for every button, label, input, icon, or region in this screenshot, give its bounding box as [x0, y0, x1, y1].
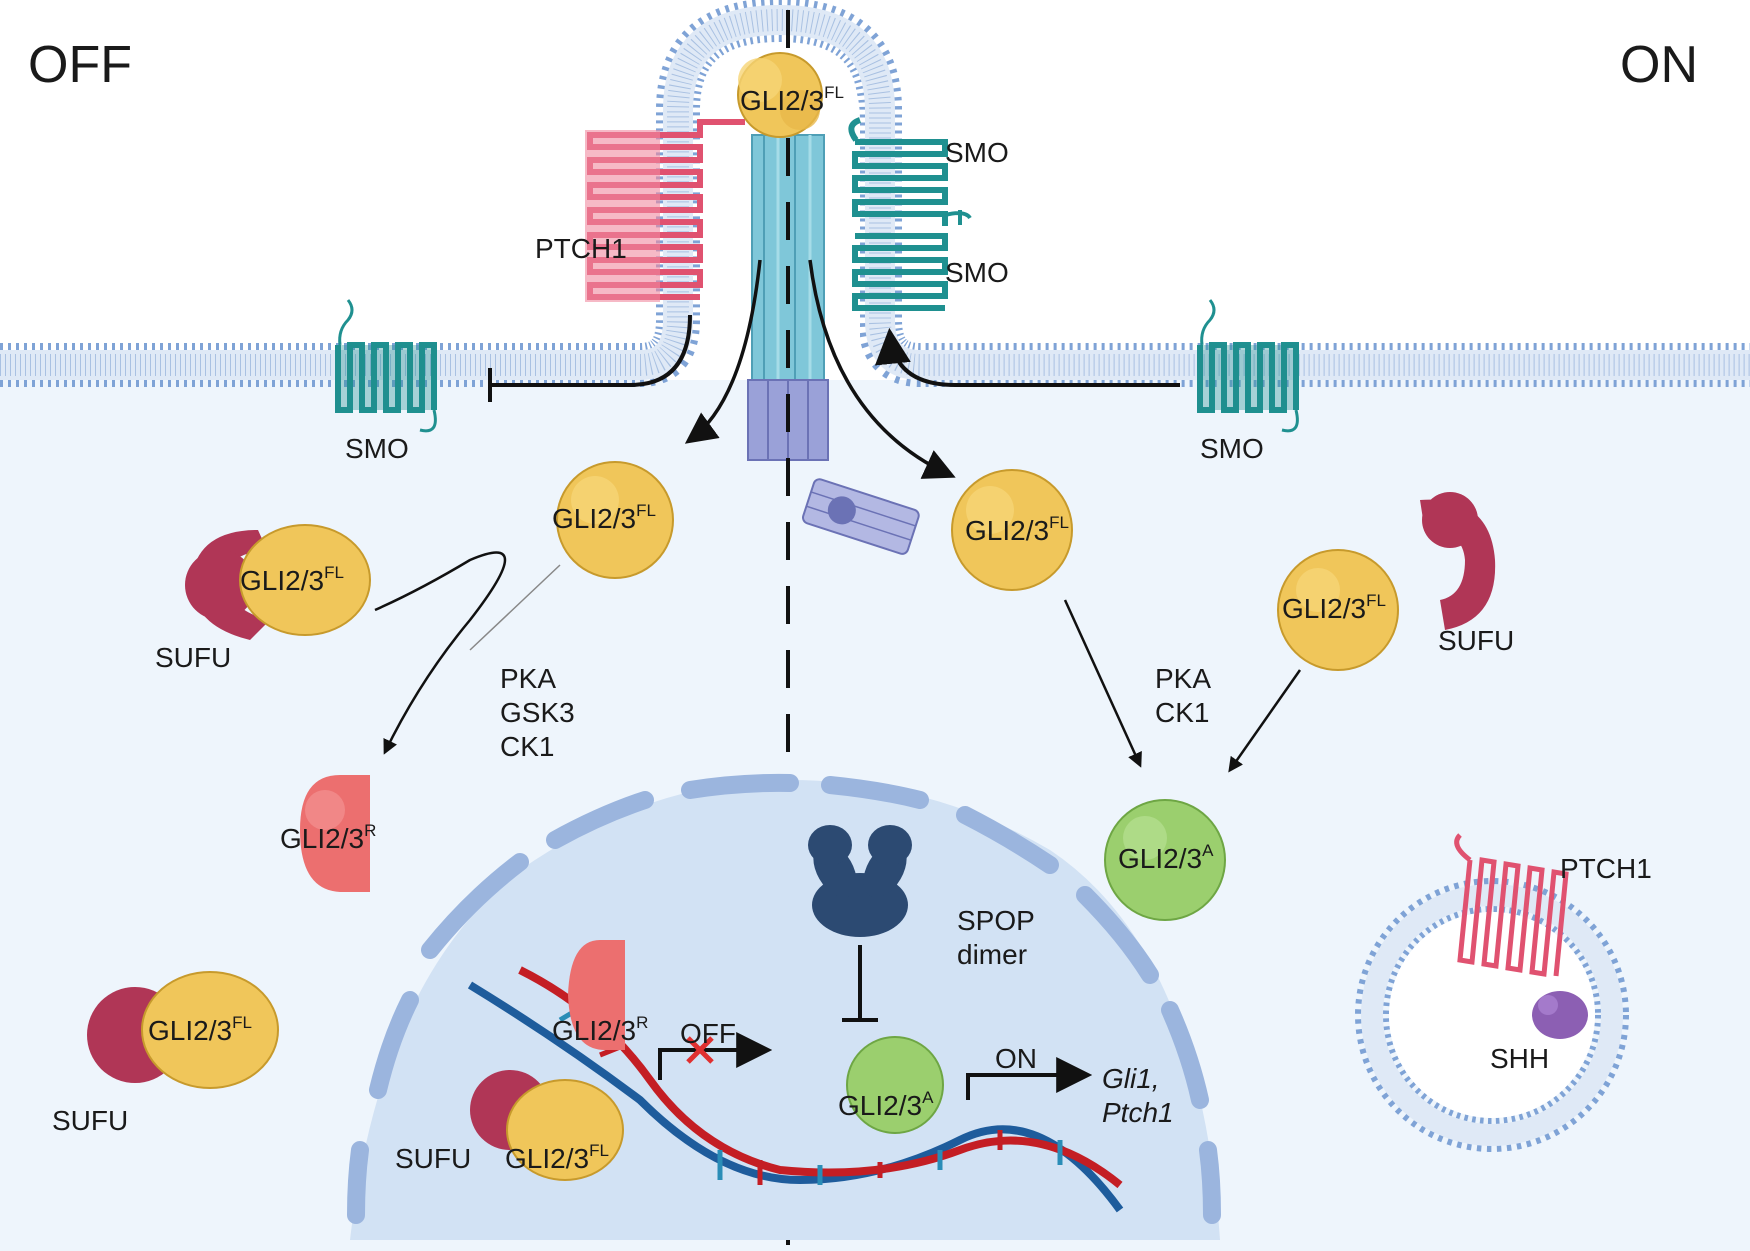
gli-fl-left-cytoplasm	[556, 461, 674, 579]
kinase-ck1-on: CK1	[1155, 697, 1209, 728]
blocked-x-icon	[686, 1036, 714, 1064]
kinase-ck1-off: CK1	[500, 731, 554, 762]
gli-label-cilium: GLI2/3FL	[740, 83, 844, 116]
kinase-pka-off: PKA	[500, 663, 556, 694]
target-gene-gli1: Gli1,	[1102, 1063, 1160, 1094]
on-transcription-label: ON	[995, 1043, 1037, 1074]
sufu-free	[1420, 492, 1496, 630]
gli-fl-cilium-tip	[737, 52, 823, 138]
smo-membrane-right	[1197, 299, 1299, 433]
gli-a-nucleus	[846, 1036, 944, 1134]
spop-label: SPOP	[957, 905, 1035, 936]
gli-exit-arrow-left	[684, 259, 762, 444]
on-state-label: ON	[1620, 36, 1698, 94]
target-gene-ptch1: Ptch1	[1102, 1097, 1174, 1128]
smo-cilium-upper	[848, 117, 948, 226]
sufu-gli-complex-lower	[87, 971, 279, 1089]
gli-r-cytoplasm	[300, 775, 370, 892]
gli-fl-right-label: GLI2/3FL	[965, 513, 1069, 546]
sufu-right-label: SUFU	[1438, 625, 1514, 656]
gli-exit-arrow-right	[808, 259, 956, 479]
ptch1-cilium	[585, 119, 745, 302]
processing-arrow-off-join	[469, 564, 561, 651]
gli-fl-left-label: GLI2/3FL	[552, 501, 656, 534]
gli-fl-nucleus-label: GLI2/3FL	[505, 1141, 609, 1174]
activation-arrow-2	[1228, 669, 1302, 773]
gli-r-nucleus-label: GLI2/3R	[552, 1013, 648, 1046]
shh-ligand	[1532, 991, 1588, 1039]
sufu-nucleus-label: SUFU	[395, 1143, 471, 1174]
gli-fl-right-free	[1277, 549, 1399, 671]
sufu-lower-label: SUFU	[52, 1105, 128, 1136]
smo-cilium-lower-label: SMO	[945, 257, 1009, 288]
sufu-gli-complex-upper	[185, 524, 371, 640]
ptch1-inhibits-smo-arrow	[490, 314, 692, 387]
off-transcription-label: OFF	[680, 1018, 736, 1049]
smo-membrane-left	[335, 299, 437, 433]
on-transcription-arrow	[966, 1057, 1093, 1100]
daughter-centriole	[802, 478, 920, 555]
processing-arrow-off	[374, 551, 507, 755]
gli-a-cytoplasm	[1104, 799, 1226, 921]
spop-dimer	[808, 825, 912, 937]
smo-cilium-upper-label: SMO	[945, 137, 1009, 168]
off-transcription-arrow	[658, 1032, 773, 1080]
ptch1-cilium-label: PTCH1	[535, 233, 627, 264]
smo-membrane-right-label: SMO	[1200, 433, 1264, 464]
gli-r-nucleus	[568, 940, 625, 1050]
gli-fl-right-free-label: GLI2/3FL	[1282, 591, 1386, 624]
gli-a-nucleus-label: GLI2/3A	[838, 1088, 934, 1121]
gli-fl-right-cytoplasm	[951, 469, 1073, 591]
sufu-upper-label: SUFU	[155, 642, 231, 673]
sufu-gli-nucleus	[470, 1070, 624, 1181]
shh-label: SHH	[1490, 1043, 1549, 1074]
gli-fl-complex-lower-label: GLI2/3FL	[148, 1013, 252, 1046]
kinase-pka-on: PKA	[1155, 663, 1211, 694]
activation-arrow-1	[1063, 599, 1142, 768]
smo-membrane-left-label: SMO	[345, 433, 409, 464]
gli-r-cytoplasm-label: GLI2/3R	[280, 821, 376, 854]
gli-a-cytoplasm-label: GLI2/3A	[1118, 841, 1214, 874]
kinase-gsk3-off: GSK3	[500, 697, 575, 728]
ptch1-vesicle-label: PTCH1	[1560, 853, 1652, 884]
dimer-label: dimer	[957, 939, 1027, 970]
gli-fl-complex-upper-label: GLI2/3FL	[240, 563, 344, 596]
ptch1-vesicle	[1454, 833, 1569, 977]
smo-entry-arrow	[874, 327, 1180, 387]
smo-cilium-lower	[852, 210, 972, 311]
off-state-label: OFF	[28, 36, 132, 94]
